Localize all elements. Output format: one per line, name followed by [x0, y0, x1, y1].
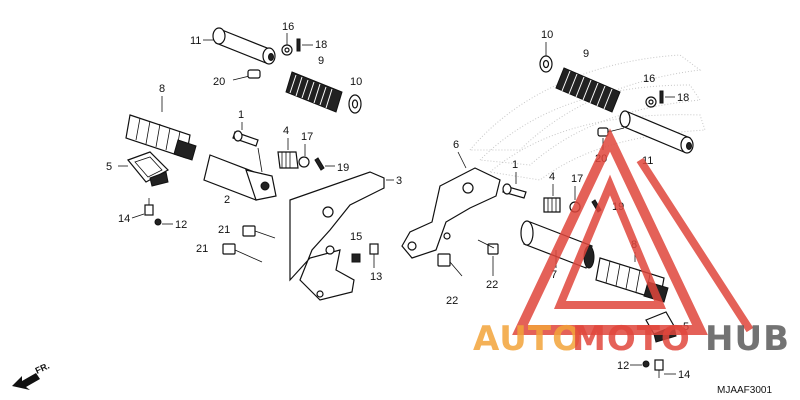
diagram-code: MJAAF3001	[717, 385, 772, 396]
footpeg-holder-5-left	[126, 151, 169, 187]
pin-right	[619, 110, 694, 154]
cotter-pin-18-right	[659, 90, 664, 104]
footpeg-rubber-8-left	[125, 114, 197, 161]
bracket-3-left	[289, 171, 385, 301]
bolt-13-left	[369, 243, 379, 255]
bolt-21-left-a	[242, 225, 276, 239]
label-4: 4	[283, 125, 289, 137]
front-direction-arrow	[12, 373, 40, 390]
bolt-20-left	[232, 69, 261, 81]
label-21b: 21	[196, 243, 208, 255]
label-8: 8	[159, 83, 165, 95]
automotohub-watermark-logo	[512, 128, 754, 335]
label-20: 20	[213, 76, 225, 88]
label-18: 18	[315, 39, 327, 51]
watermark-text-hub: HUB	[705, 319, 790, 359]
front-direction-label: FR.	[34, 361, 51, 376]
watermark-text-auto: AUTO	[473, 319, 582, 359]
footpeg-arm-2-left	[203, 154, 277, 201]
label-15: 15	[350, 231, 362, 243]
pin-1-left	[232, 130, 259, 147]
label-9: 9	[318, 55, 324, 67]
bolt-14-left	[144, 204, 154, 216]
label-13: 13	[370, 271, 382, 283]
pin-1-center	[502, 183, 527, 199]
label-18b: 18	[677, 92, 689, 104]
label-4b: 4	[549, 171, 555, 183]
label-3: 3	[396, 175, 402, 187]
label-12: 12	[175, 219, 187, 231]
label-5: 5	[106, 161, 112, 173]
label-16b: 16	[643, 73, 655, 85]
label-1b: 1	[512, 159, 518, 171]
label-11b: 11	[642, 155, 653, 167]
bolt-22-center-a	[437, 253, 463, 277]
label-17b: 17	[571, 173, 583, 185]
label-16: 16	[282, 21, 294, 33]
bolt-14-right	[654, 359, 664, 371]
label-10: 10	[350, 76, 362, 88]
label-11: 11	[190, 35, 201, 47]
label-22: 22	[446, 295, 458, 307]
label-9b: 9	[583, 48, 589, 60]
rubber-grip-9-right	[555, 67, 621, 113]
label-19: 19	[337, 162, 349, 174]
label-1: 1	[238, 109, 244, 121]
bolt-22-center-b	[477, 239, 499, 255]
bolt-21-left-b	[222, 243, 263, 263]
nut-12-left	[154, 218, 162, 226]
watermark-text-moto: MOTO	[572, 319, 691, 359]
detent-spring-4-center	[543, 197, 561, 213]
pin-left	[212, 27, 276, 65]
label-14: 14	[118, 213, 130, 225]
label-12b: 12	[617, 360, 629, 372]
label-10b: 10	[541, 29, 553, 41]
label-17: 17	[301, 131, 313, 143]
label-14b: 14	[678, 369, 690, 381]
label-7: 7	[551, 269, 557, 281]
cotter-pin-18-left	[296, 38, 301, 52]
label-21: 21	[218, 224, 230, 236]
bracket-6-center	[401, 167, 501, 259]
clip-19-left	[314, 157, 325, 171]
label-6: 6	[453, 139, 459, 151]
ball-17-left	[298, 156, 310, 168]
wing-emblem-background	[468, 54, 706, 181]
label-22b: 22	[486, 279, 498, 291]
label-2: 2	[224, 194, 230, 206]
nut-15-left	[351, 253, 361, 263]
nut-12-right	[642, 360, 650, 368]
detent-spring-4-left	[277, 151, 299, 169]
rubber-grip-9-left	[285, 71, 343, 113]
